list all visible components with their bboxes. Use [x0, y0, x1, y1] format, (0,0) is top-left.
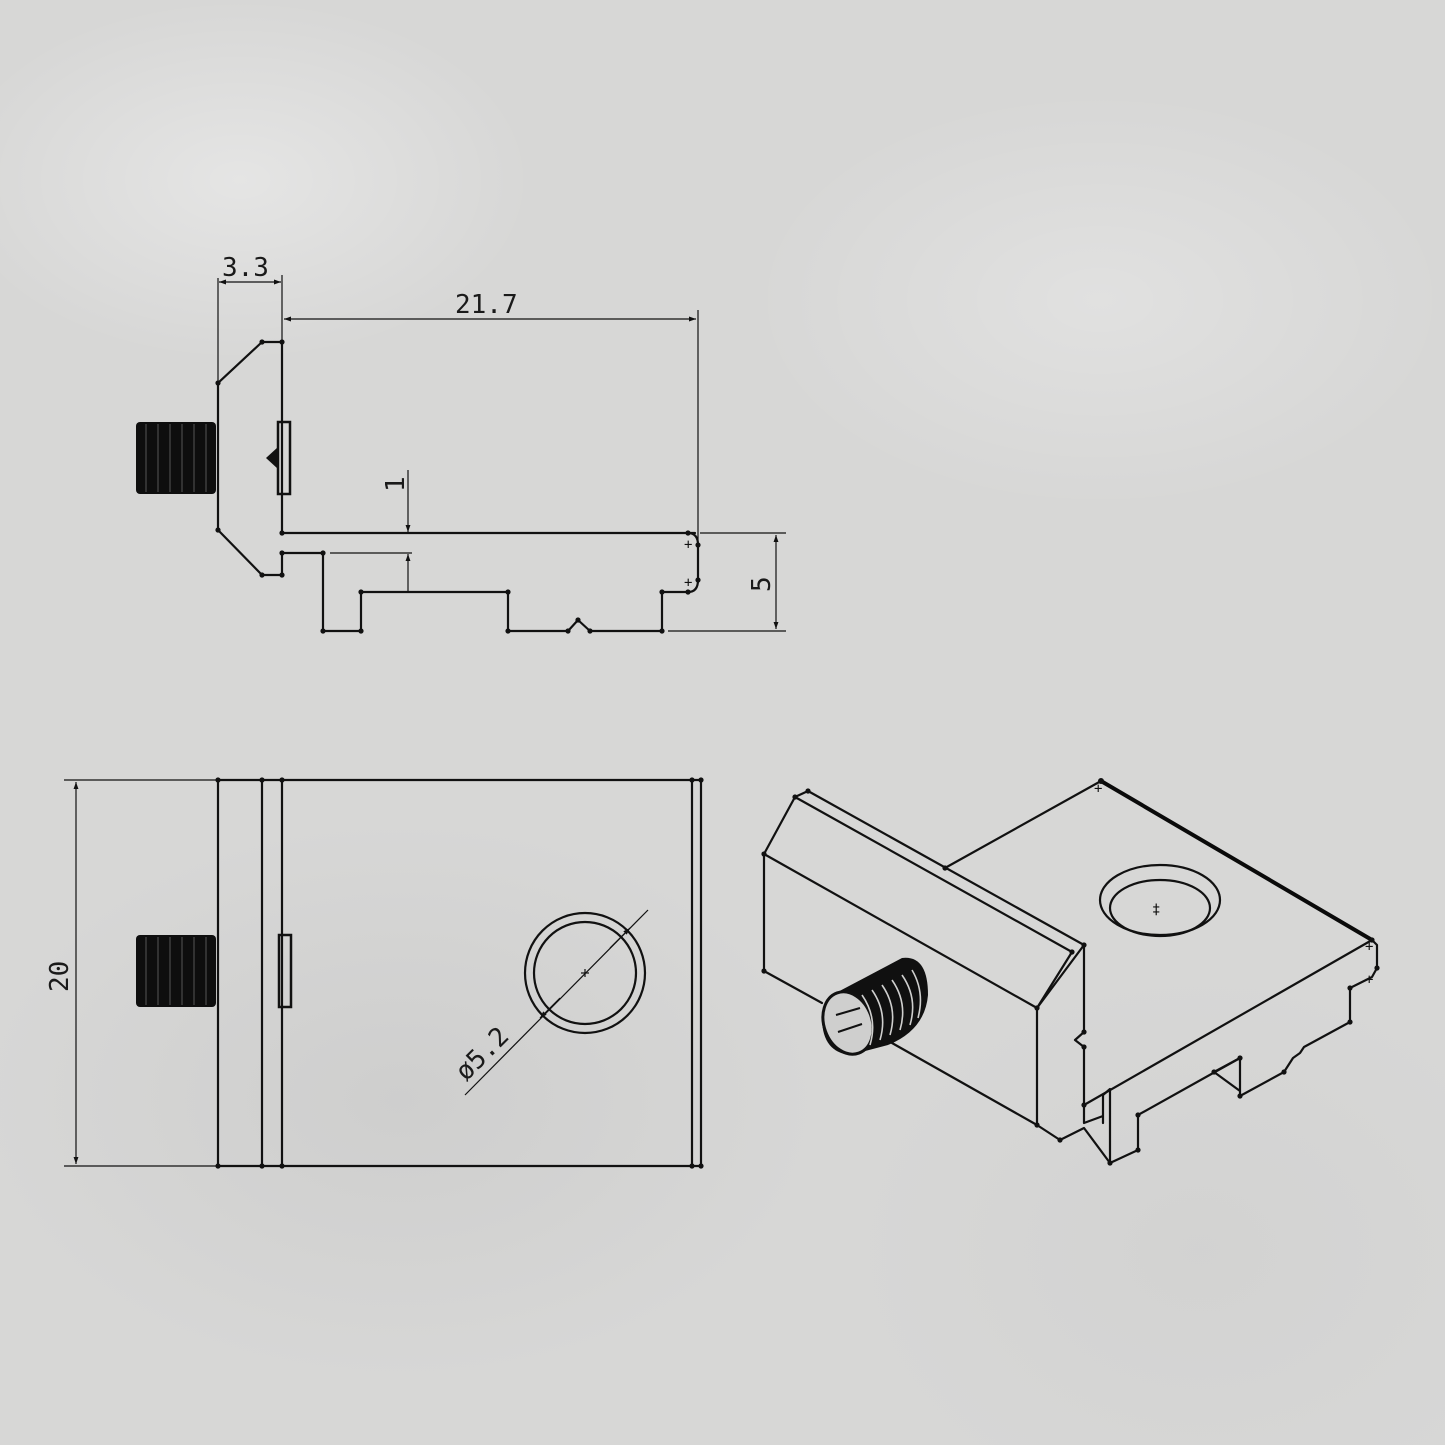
svg-text:+: + — [684, 537, 692, 553]
top-view: ø5.2 20 — [45, 777, 704, 1169]
svg-text:+: + — [684, 575, 692, 591]
dim-part-width: 20 — [45, 961, 75, 992]
dim-body-length: 21.7 — [455, 290, 518, 320]
dim-total-height: 5 — [747, 576, 777, 592]
iso-view: ‡ + + + — [761, 778, 1380, 1166]
thread-section-icon — [277, 933, 293, 1009]
svg-text:+: + — [1365, 972, 1373, 988]
dim-flange-width: 3.3 — [222, 253, 269, 283]
thread-section-icon — [266, 420, 292, 496]
thread-stub-icon — [136, 422, 216, 494]
svg-text:+: + — [1365, 939, 1373, 955]
hole-center-mark: ‡ — [1152, 902, 1160, 918]
dim-step-height: 1 — [381, 476, 411, 492]
side-view: + + 3.3 21.7 1 — [136, 253, 786, 634]
threaded-stud-icon — [821, 957, 928, 1056]
thread-stub-icon — [136, 935, 216, 1007]
hole-icon — [523, 911, 647, 1035]
svg-text:+: + — [1094, 781, 1102, 797]
